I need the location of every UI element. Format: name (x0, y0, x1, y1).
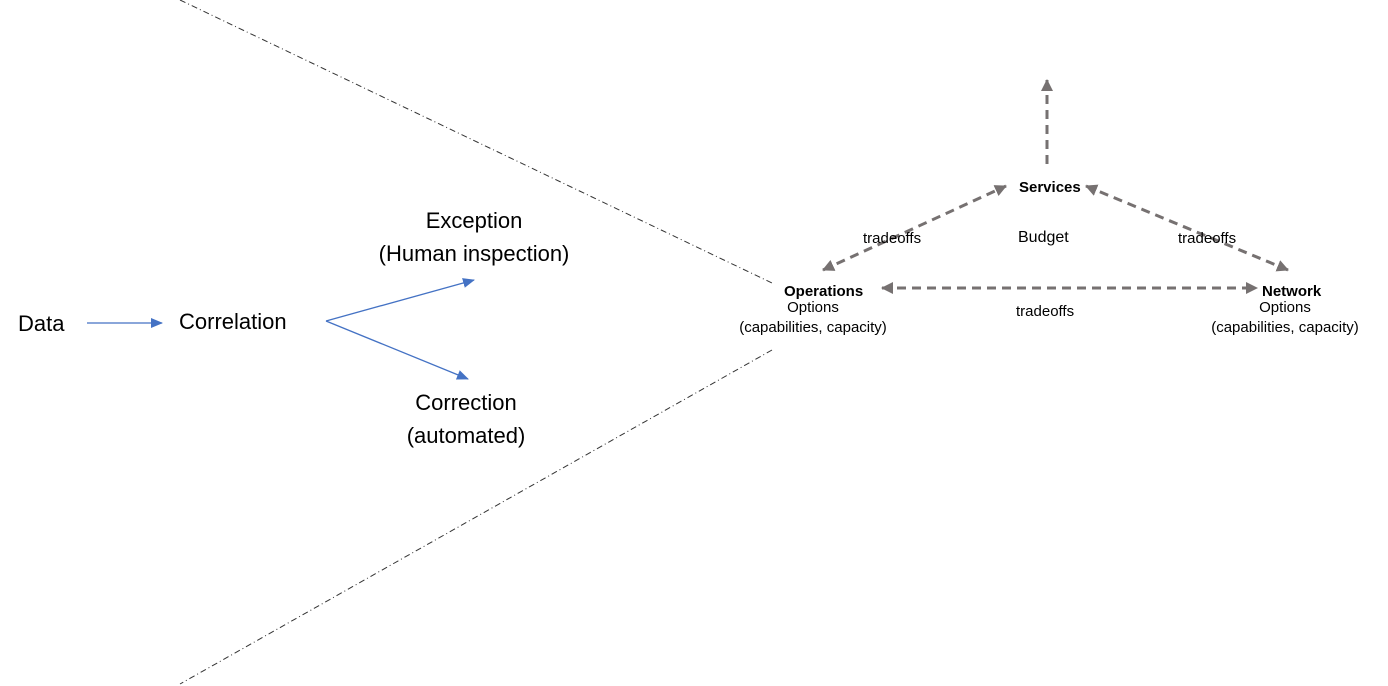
network-options: Options (1259, 299, 1311, 316)
tradeoffs-right-label: tradeoffs (1178, 230, 1237, 247)
operations-title: Operations (784, 283, 864, 300)
exception-subtitle: (Human inspection) (378, 241, 570, 266)
frame-line-top (179, 0, 773, 284)
arrow-correlation-to-correction (325, 320, 469, 380)
services-label: Services (1019, 179, 1081, 196)
tradeoffs-bottom-label: tradeoffs (1016, 303, 1075, 320)
data-label: Data (18, 311, 65, 336)
frame-line-bottom (179, 349, 773, 685)
correlation-label: Correlation (179, 309, 287, 334)
operations-options: Options (787, 299, 839, 316)
arrow-correlation-to-exception (325, 278, 475, 322)
arrow-operations-services (822, 184, 1007, 272)
operations-capabilities: (capabilities, capacity) (739, 319, 887, 336)
tradeoffs-left-label: tradeoffs (863, 230, 922, 247)
exception-node: Exception (Human inspection) (354, 204, 594, 270)
correction-subtitle: (automated) (406, 423, 526, 448)
arrow-services-network (1085, 184, 1289, 272)
correction-title: Correction (415, 390, 517, 415)
network-title: Network (1262, 283, 1322, 300)
network-capabilities: (capabilities, capacity) (1211, 319, 1359, 336)
exception-title: Exception (425, 208, 523, 233)
network-node: Network Options (capabilities, capacity) (1192, 282, 1378, 338)
correction-node: Correction (automated) (366, 386, 566, 452)
operations-node: Operations Options (capabilities, capaci… (718, 282, 908, 338)
budget-label: Budget (1018, 229, 1069, 246)
